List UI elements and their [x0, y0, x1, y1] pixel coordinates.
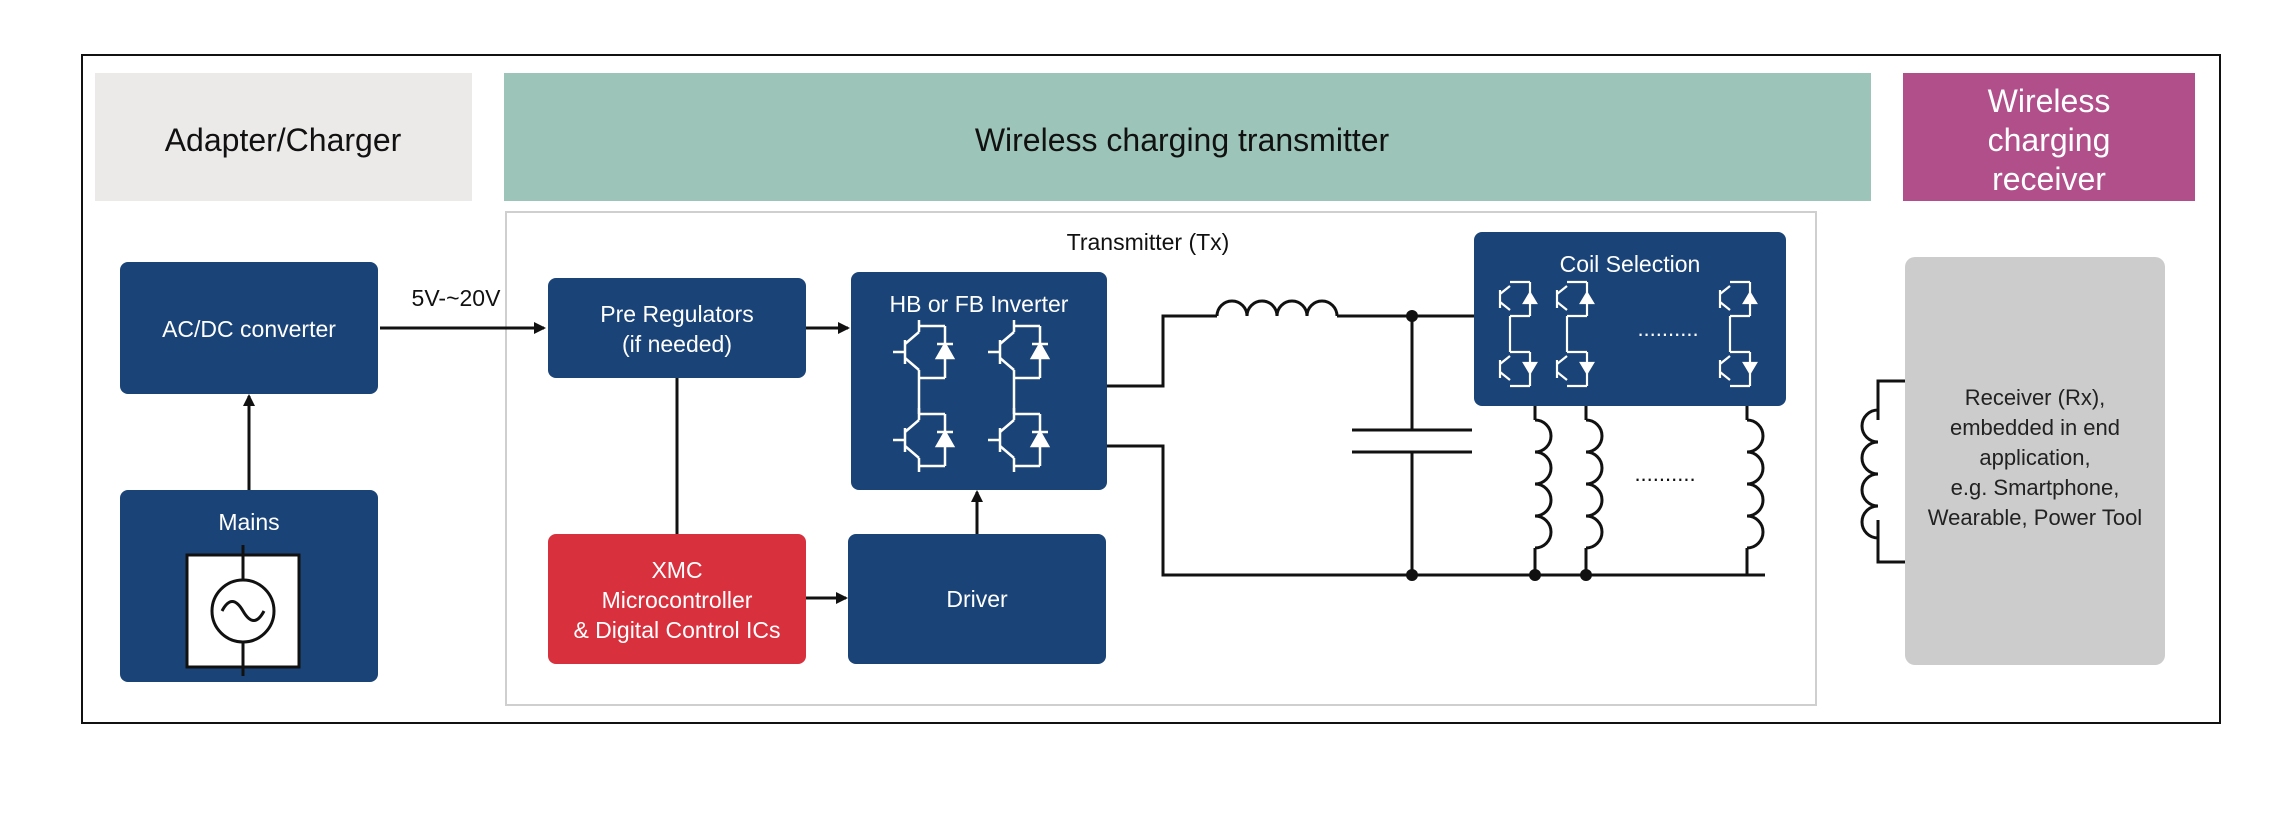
adapter-header	[95, 73, 472, 201]
transmitter-label: Transmitter (Tx)	[1067, 229, 1230, 255]
transmitter-frame	[505, 211, 1817, 706]
pre-regulators-label-2: (if needed)	[622, 331, 732, 357]
xmc-block	[548, 534, 806, 664]
receiver-header-line-3: receiver	[1992, 161, 2106, 197]
pre-regulators-label-1: Pre Regulators	[600, 301, 753, 327]
driver-label: Driver	[946, 586, 1008, 612]
xmc-label-3: & Digital Control ICs	[573, 617, 780, 643]
receiver-label-2: embedded in end	[1950, 415, 2120, 440]
voltage-label: 5V-~20V	[412, 285, 502, 311]
xmc-label-1: XMC	[651, 557, 702, 583]
receiver-label-5: Wearable, Power Tool	[1928, 505, 2142, 530]
driver-block	[848, 534, 1106, 664]
coil-switch-icons	[1498, 280, 1758, 388]
inverter-transistor-icons	[893, 320, 1051, 472]
adapter-header-label: Adapter/Charger	[165, 122, 402, 158]
pre-regulators-block	[548, 278, 806, 378]
inverter-label: HB or FB Inverter	[890, 291, 1069, 317]
transmitter-header	[504, 73, 1871, 201]
receiver-label-3: application,	[1979, 445, 2090, 470]
coil-ellipsis: ..........	[1634, 461, 1695, 486]
coil-selection-label: Coil Selection	[1560, 251, 1701, 277]
receiver-block	[1905, 257, 2165, 665]
receiver-coil	[1860, 379, 1905, 564]
coil-switch-ellipsis: ..........	[1637, 316, 1698, 341]
acdc-converter-label: AC/DC converter	[162, 316, 336, 342]
receiver-label-1: Receiver (Rx),	[1965, 385, 2106, 410]
coil-selection-block	[1474, 232, 1786, 406]
mains-label: Mains	[218, 509, 279, 535]
transmitter-coils	[1533, 406, 1765, 575]
receiver-label-4: e.g. Smartphone,	[1951, 475, 2120, 500]
xmc-label-2: Microcontroller	[602, 587, 753, 613]
acdc-converter-block	[120, 262, 378, 394]
receiver-header-line-2: charging	[1988, 122, 2111, 158]
receiver-header	[1903, 73, 2195, 201]
receiver-header-line-1: Wireless	[1988, 83, 2111, 119]
transmitter-header-label: Wireless charging transmitter	[975, 122, 1390, 158]
outer-frame	[81, 54, 2221, 724]
